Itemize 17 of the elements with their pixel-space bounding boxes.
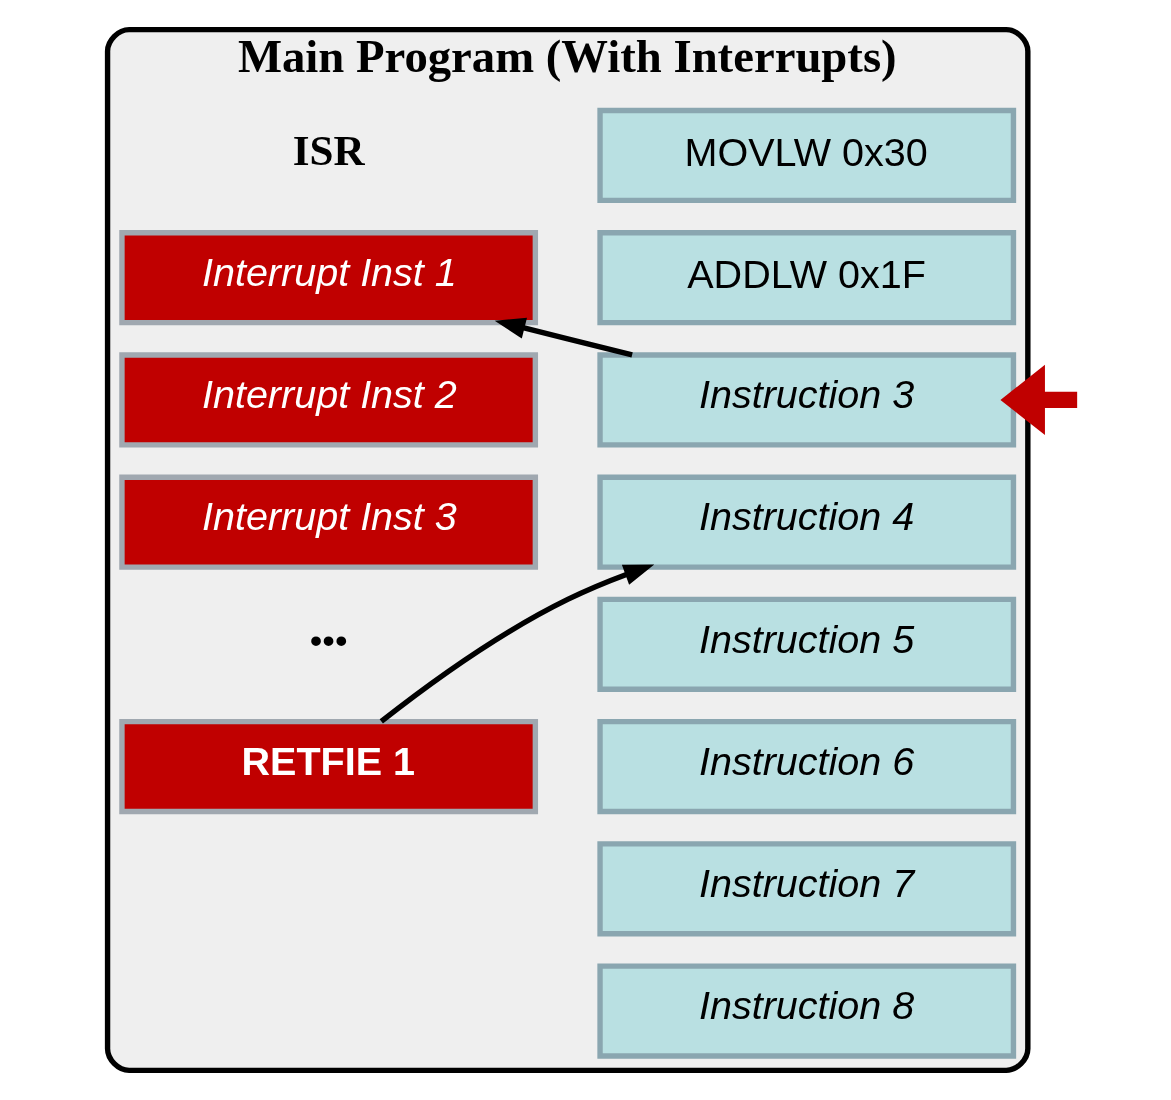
node-box: Instruction 6 xyxy=(596,718,1016,815)
node-box: Instruction 4 xyxy=(596,474,1016,570)
node-box: ADDLW 0x1F xyxy=(596,230,1016,326)
node-box: Instruction 7 xyxy=(596,841,1016,937)
label: ••• xyxy=(309,620,348,662)
node-box: RETFIE 1 xyxy=(118,718,538,815)
node-box: Instruction 3 xyxy=(596,352,1016,448)
node-box: Interrupt Inst 2 xyxy=(118,352,538,448)
node-box: Instruction 8 xyxy=(596,963,1016,1059)
arrow xyxy=(999,364,1077,435)
node-box: Instruction 5 xyxy=(596,596,1016,692)
arrow xyxy=(379,564,654,724)
label: ISR xyxy=(292,126,365,174)
node-box: Interrupt Inst 3 xyxy=(118,474,538,570)
arrow xyxy=(494,317,633,358)
node-box: MOVLW 0x30 xyxy=(596,107,1016,204)
node-box: Interrupt Inst 1 xyxy=(118,230,538,326)
